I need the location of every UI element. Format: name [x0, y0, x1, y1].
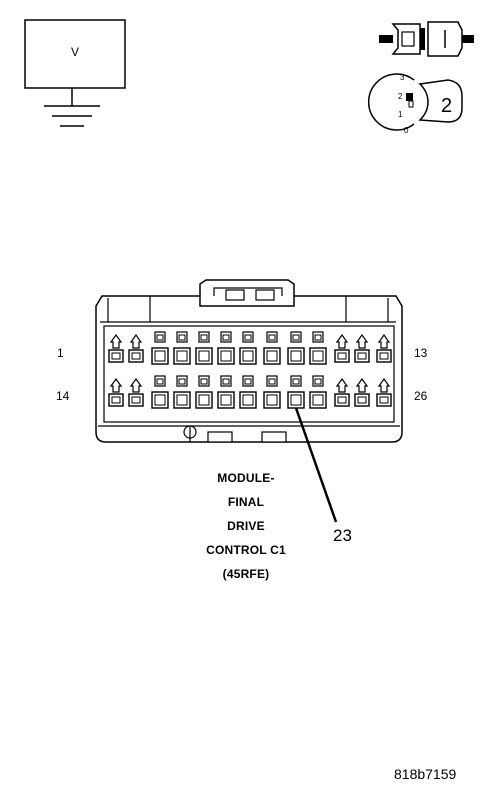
- terminal-pin-11: [334, 333, 350, 363]
- terminal-pin-4: [173, 331, 191, 365]
- terminal-pin-21: [263, 375, 281, 409]
- title-line-4: CONTROL C1: [206, 543, 286, 557]
- ignition-position-2: 2: [398, 92, 403, 101]
- terminal-pin-14: [108, 377, 124, 407]
- terminal-pin-24: [334, 377, 350, 407]
- pin-label-1: 1: [57, 346, 64, 360]
- terminal-pin-25: [354, 377, 370, 407]
- callout-pin-23: 23: [333, 526, 352, 545]
- terminal-pin-20: [239, 375, 257, 409]
- title-line-5: (45RFE): [222, 567, 270, 581]
- terminal-pin-16: [151, 375, 169, 409]
- terminal-pin-18: [195, 375, 213, 409]
- terminal-pin-2: [128, 333, 144, 363]
- title-line-1: MODULE-: [217, 471, 275, 485]
- figure-id: 818b7159: [394, 766, 457, 782]
- terminal-pin-26: [376, 377, 392, 407]
- terminal-pin-22: [287, 375, 305, 409]
- terminal-pin-8: [263, 331, 281, 365]
- terminal-pin-13: [376, 333, 392, 363]
- ignition-position-1: 1: [398, 110, 403, 119]
- terminal-pin-9: [287, 331, 305, 365]
- ignition-position-3: 3: [400, 73, 405, 82]
- voltmeter-label: V: [71, 45, 80, 59]
- pin-label-26: 26: [414, 389, 428, 403]
- terminal-pin-7: [239, 331, 257, 365]
- title-line-3: DRIVE: [227, 519, 265, 533]
- terminal-pin-3: [151, 331, 169, 365]
- terminal-pin-12: [354, 333, 370, 363]
- terminal-pin-6: [217, 331, 235, 365]
- terminal-pin-15: [128, 377, 144, 407]
- title-line-2: FINAL: [227, 495, 265, 509]
- terminal-pin-10: [309, 331, 327, 365]
- terminal-pin-5: [195, 331, 213, 365]
- terminal-pin-23: [309, 375, 327, 409]
- ignition-position-0: 0: [404, 126, 409, 135]
- ignition-key-number: 2: [441, 95, 453, 117]
- terminal-pin-1: [108, 333, 124, 363]
- pin-label-13: 13: [414, 346, 428, 360]
- terminal-pin-19: [217, 375, 235, 409]
- terminal-pin-17: [173, 375, 191, 409]
- pin-label-14: 14: [56, 389, 70, 403]
